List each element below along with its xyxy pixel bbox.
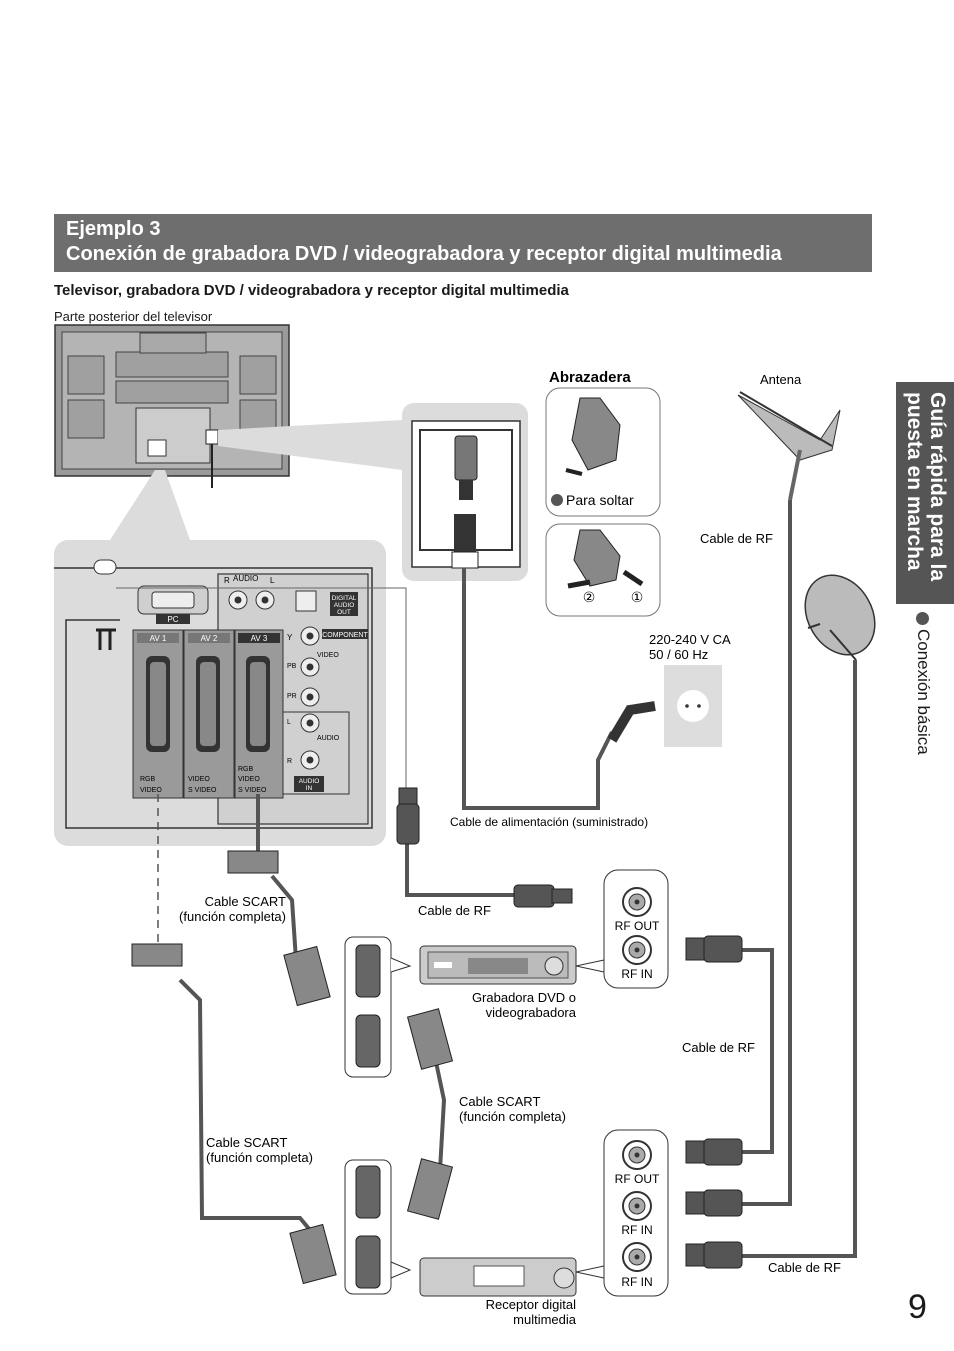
receiver-scart-ports <box>344 1159 392 1295</box>
av3-svideo: S VIDEO <box>238 787 267 794</box>
wall-outlet-icon <box>664 665 722 747</box>
dvd-label-line1: Grabadora DVD o <box>472 990 576 1005</box>
digital-receiver-icon <box>419 1257 605 1297</box>
audio-r-label: R <box>224 576 230 585</box>
digital-label-2: AUDIO <box>334 602 355 609</box>
antenna-icon <box>737 391 841 501</box>
dvd-scart-ports <box>344 936 412 1279</box>
receiver-rf-in-label-1: RF IN <box>621 1223 652 1237</box>
clamp-release-label: Para soltar <box>566 492 634 508</box>
antenna-label: Antena <box>760 372 802 387</box>
scart-cable-label-1-line1: Cable SCART <box>205 894 286 909</box>
audio-in-1: AUDIO <box>299 778 320 785</box>
rf-cable-label-middle: Cable de RF <box>682 1040 755 1055</box>
dvd-recorder-icon <box>419 945 605 985</box>
pr-label: PR <box>287 693 297 700</box>
digital-label-3: OUT <box>337 609 351 616</box>
example-title: Ejemplo 3 <box>66 218 161 240</box>
component-video-label: VIDEO <box>317 652 339 659</box>
rf-cable-label-dish: Cable de RF <box>768 1260 841 1275</box>
receiver-label-line2: multimedia <box>513 1312 577 1327</box>
side-tab: Guía rápida para la puesta en marcha <box>896 382 954 604</box>
dvd-label-line2: videograbadora <box>486 1005 577 1020</box>
av1-video: VIDEO <box>140 787 162 794</box>
diagram-subtitle: Televisor, grabadora DVD / videograbador… <box>54 282 569 299</box>
power-plug-zoom <box>402 403 528 581</box>
rf-plugs <box>396 787 743 1269</box>
receiver-label-line1: Receptor digital <box>486 1297 576 1312</box>
voltage-label: 220-240 V CA <box>649 632 731 647</box>
y-label: Y <box>287 633 293 642</box>
clamp-title: Abrazadera <box>549 369 631 386</box>
tv-back-label: Parte posterior del televisor <box>54 309 213 324</box>
section-header: Ejemplo 3 Conexión de grabadora DVD / vi… <box>54 214 872 272</box>
av2-label: AV 2 <box>201 634 218 643</box>
scart-cable-label-2-line2: (función completa) <box>459 1109 566 1124</box>
section-title: Conexión de grabadora DVD / videograbado… <box>66 243 782 265</box>
audio-in-2: IN <box>306 785 313 792</box>
receiver-rf-ports <box>603 1129 669 1297</box>
av1-label: AV 1 <box>150 634 167 643</box>
audio-in-r: R <box>287 758 292 765</box>
av1-rgb: RGB <box>140 776 156 783</box>
power-cable <box>462 568 656 810</box>
rf-cable-label-tv: Cable de RF <box>418 903 491 918</box>
dvd-rf-in-label: RF IN <box>621 967 652 981</box>
scart-cable-label-3-line1: Cable SCART <box>206 1135 287 1150</box>
scart-cable-label-3-line2: (función completa) <box>206 1150 313 1165</box>
scart-cable-label-1-line2: (función completa) <box>179 909 286 924</box>
clamp-illustration <box>545 387 661 617</box>
zoom-callout-plug <box>218 420 402 470</box>
zoom-callout <box>110 470 190 540</box>
power-cable-label: Cable de alimentación (suministrado) <box>450 815 648 829</box>
step-1-label: ① <box>631 589 644 605</box>
av2-svideo: S VIDEO <box>188 787 217 794</box>
receiver-rf-out-label: RF OUT <box>615 1172 660 1186</box>
dvd-rf-out-label: RF OUT <box>615 919 660 933</box>
satellite-dish-icon <box>804 574 876 661</box>
page-number: 9 <box>908 1288 927 1326</box>
tv-back-thumbnail <box>54 324 290 488</box>
audio-l-label: L <box>270 576 275 585</box>
av2-video: VIDEO <box>188 776 210 783</box>
av3-video: VIDEO <box>238 776 260 783</box>
receiver-rf-in-label-2: RF IN <box>621 1275 652 1289</box>
av3-rgb: RGB <box>238 766 254 773</box>
digital-label-1: DIGITAL <box>332 595 357 602</box>
audio-in-l: L <box>287 719 291 726</box>
rf-cable-label-antenna: Cable de RF <box>700 531 773 546</box>
step-2-label: ② <box>583 589 596 605</box>
frequency-label: 50 / 60 Hz <box>649 647 708 662</box>
bullet-icon <box>551 494 563 506</box>
audio-in-label-small: AUDIO <box>317 735 340 742</box>
av3-label: AV 3 <box>251 634 268 643</box>
dvd-rf-ports <box>603 869 669 989</box>
pc-audio-label: AUDIO <box>233 574 258 583</box>
pb-label: PB <box>287 663 297 670</box>
scart-plugs <box>131 850 454 1285</box>
terminal-panel: PC R AUDIO L DIGITAL AUDIO OUT AV 1 AV 2… <box>54 540 407 846</box>
pc-label: PC <box>167 615 178 624</box>
cables <box>178 500 857 1258</box>
scart-cable-label-2-line1: Cable SCART <box>459 1094 540 1109</box>
component-label: COMPONENT <box>322 632 368 639</box>
